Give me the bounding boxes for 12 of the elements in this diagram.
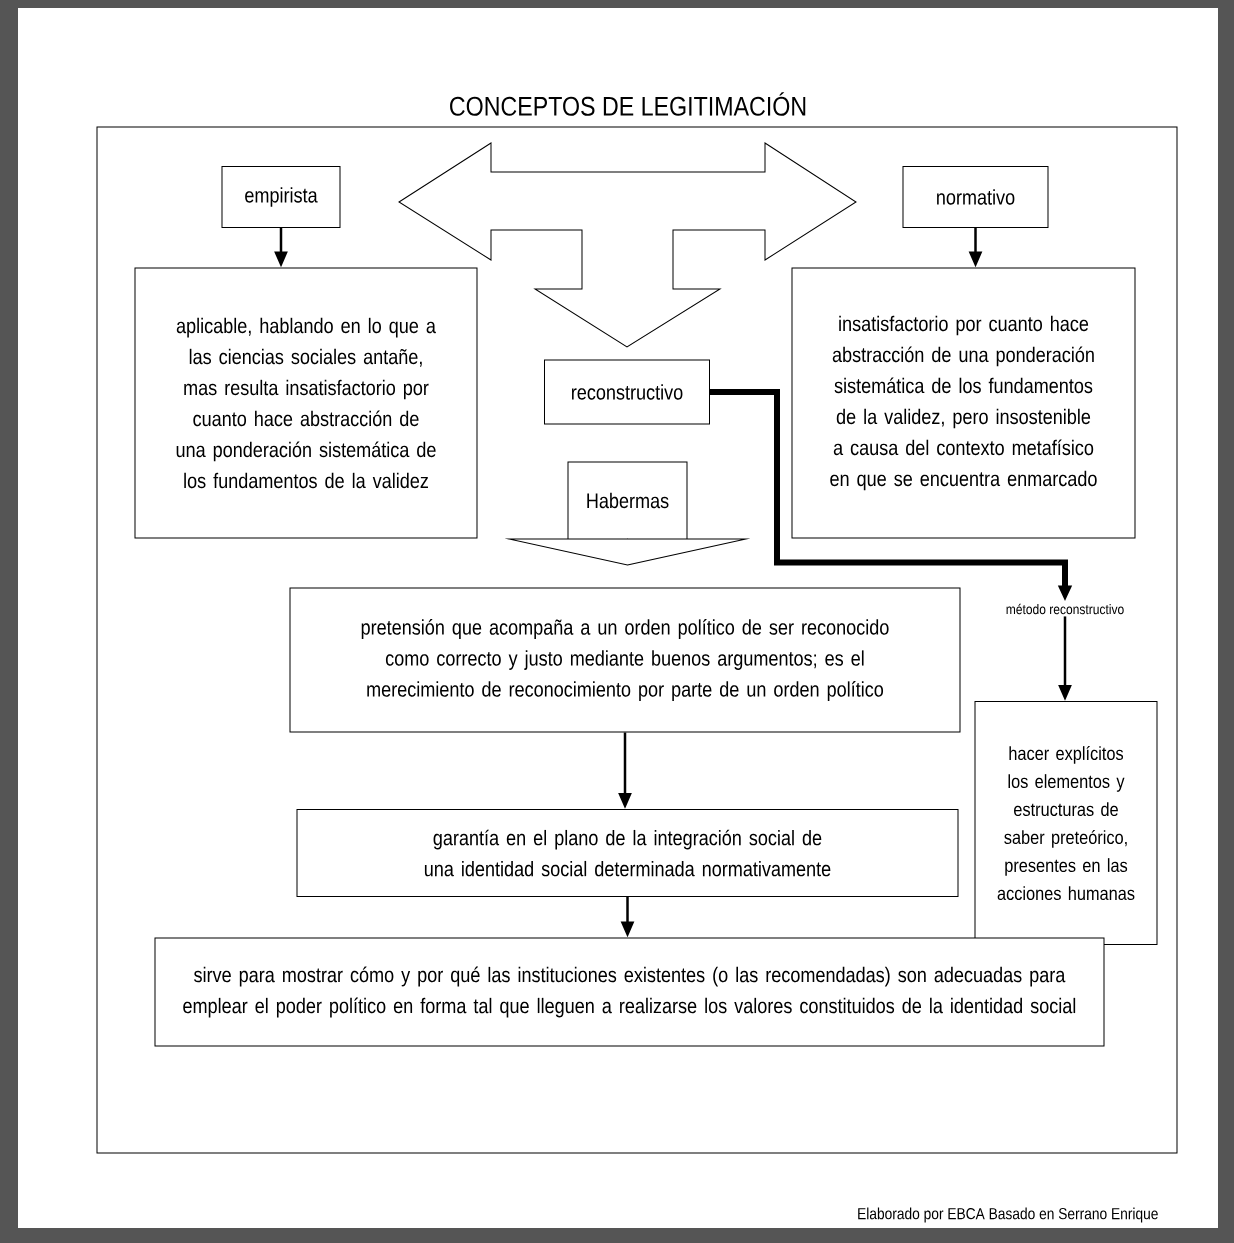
text-box: garantía en el plano de la integración social de una identidad social determinada normativamente <box>296 809 959 897</box>
text-box: aplicable, hablando en lo que a las ciencias sociales antañe, mas resulta insatisfactorio por cuanto hace abstracción de una ponderación sistemática de los fundamentos de la validez <box>134 267 478 539</box>
concept-box: empirista <box>221 166 341 228</box>
concept-box: reconstructivo <box>544 359 710 425</box>
text-box: insatisfactorio por cuanto hace abstracción de una ponderación sistemática de los fundamentos de la validez, pero insostenible a causa del contexto metafísico en que se encuentra enmarcado <box>791 267 1136 539</box>
method-label: método reconstructivo <box>1006 603 1124 615</box>
text-box: hacer explícitos los elementos y estructuras de saber preteórico, presentes en las acciones humanas <box>974 701 1158 945</box>
title: CONCEPTOS DE LEGITIMACIÓN <box>450 92 806 116</box>
credit-note: Elaborado por EBCA Basado en Serrano Enrique <box>858 1207 1158 1223</box>
concept-box: normativo <box>902 166 1049 228</box>
text-box: pretensión que acompaña a un orden político de ser reconocido como correcto y justo mediante buenos argumentos; es el merecimiento de reconocimiento por parte de un orden político <box>289 587 961 733</box>
arrow-stem: Habermas <box>567 461 688 540</box>
